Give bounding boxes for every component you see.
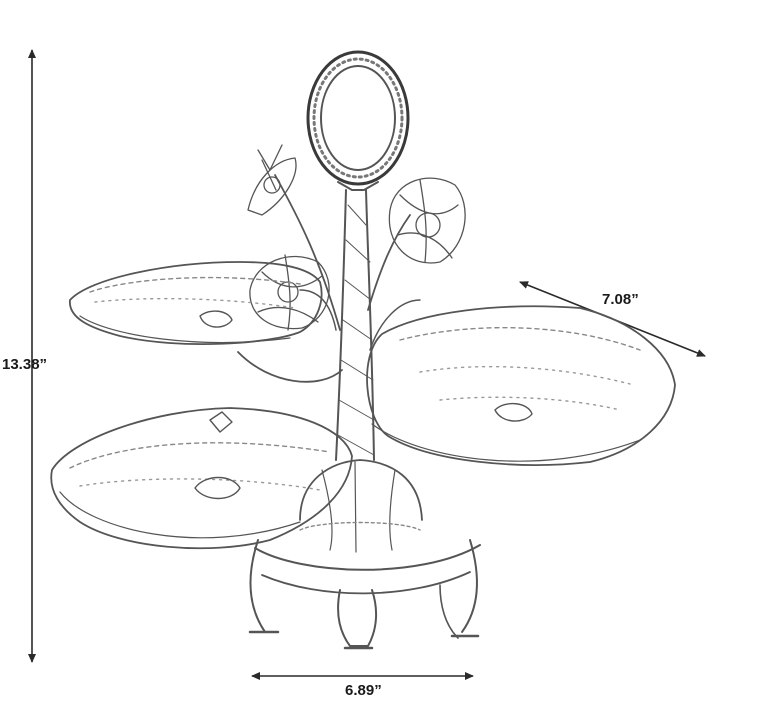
ring-handle [306,50,410,191]
central-column [335,189,375,461]
width-label: 6.89” [345,682,382,699]
stand-arms [237,174,421,383]
flower-right [388,177,466,264]
depth-label: 7.08” [602,291,639,308]
tray-lower-left [50,407,353,550]
flower-top-left [247,144,297,216]
tray-right [366,305,676,466]
dessert-stand-illustration [50,50,676,650]
flower-middle-left [249,254,330,331]
tray-upper-left [69,261,323,345]
height-label: 13.38” [2,356,48,373]
stand-base [248,459,481,650]
